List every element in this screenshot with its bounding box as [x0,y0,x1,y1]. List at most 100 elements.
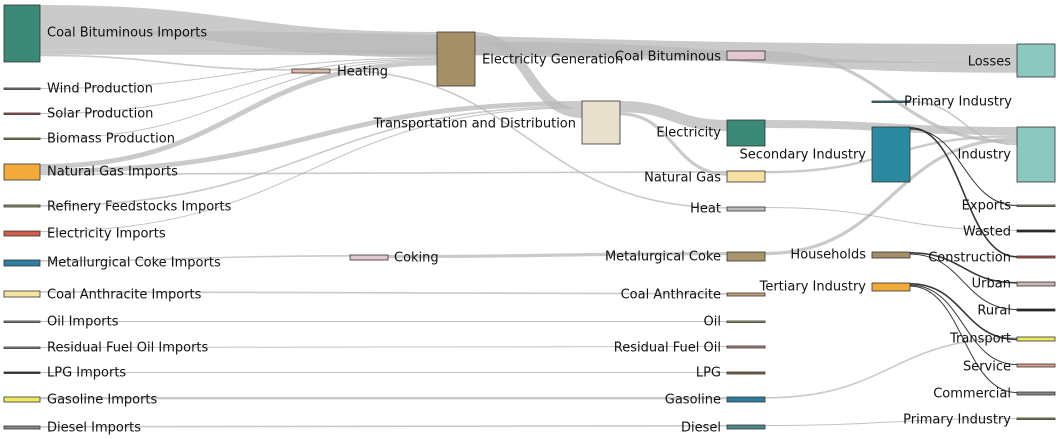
link-elec_imp-to-trans_dist [39,107,583,232]
node-bar-oil[interactable] [726,320,766,323]
node-biomass[interactable]: Biomass Production [3,132,175,147]
node-bar-refinery_imp[interactable] [3,204,41,208]
node-elec_imp[interactable]: Electricity Imports [3,227,166,242]
node-tertiary_ind[interactable]: Tertiary Industry [759,280,911,295]
node-electricity[interactable]: Electricity [656,119,766,147]
node-diesel_imp[interactable]: Diesel Imports [3,421,141,436]
node-label-transport: Transport [949,332,1011,347]
node-coking[interactable]: Coking [349,251,439,266]
node-bar-metcoke_imp[interactable] [3,259,41,267]
node-transport[interactable]: Transport [949,332,1056,347]
node-coal_bit_imp[interactable]: Coal Bituminous Imports [3,4,207,63]
node-gasoline_imp[interactable]: Gasoline Imports [3,393,158,408]
node-bar-commercial[interactable] [1016,391,1056,396]
node-natgas[interactable]: Natural Gas [644,170,766,186]
link-secondary_ind-to-exports [909,128,1018,206]
node-bar-wasted[interactable] [1016,229,1056,233]
node-metcoke_imp[interactable]: Metallurgical Coke Imports [3,256,221,271]
node-rural[interactable]: Rural [977,304,1056,319]
node-label-primary_ind: Primary Industry [904,95,1012,110]
node-wasted[interactable]: Wasted [963,225,1056,240]
link-gasoline-to-transport [764,337,1018,399]
node-label-service: Service [963,360,1011,375]
node-bar-diesel[interactable] [726,424,766,430]
node-label-losses: Losses [968,55,1012,70]
node-solar[interactable]: Solar Production [3,107,153,122]
node-bar-urban[interactable] [1016,281,1056,287]
link-coal_anth_imp-to-coal_anth [39,291,728,295]
node-gasoline[interactable]: Gasoline [665,393,766,408]
node-bar-coal_bit_imp[interactable] [3,4,41,63]
node-secondary_ind[interactable]: Secondary Industry [740,126,911,183]
node-bar-coal_bit[interactable] [726,50,766,61]
node-resid[interactable]: Residual Fuel Oil [614,341,766,356]
node-diesel[interactable]: Diesel [681,421,766,436]
node-bar-primary_industry_out[interactable] [1016,417,1056,420]
node-bar-resid[interactable] [726,345,766,349]
node-coal_anth_imp[interactable]: Coal Anthracite Imports [3,288,202,303]
node-construction[interactable]: Construction [928,251,1056,266]
node-bar-tertiary_ind[interactable] [871,282,911,292]
node-bar-trans_dist[interactable] [581,100,621,145]
node-bar-coal_anth_imp[interactable] [3,290,41,298]
node-heat[interactable]: Heat [690,202,766,217]
node-primary_industry_out[interactable]: Primary Industry [903,413,1056,428]
node-bar-households[interactable] [871,251,911,259]
node-households[interactable]: Households [790,248,911,263]
node-bar-biomass[interactable] [3,137,41,140]
node-label-biomass: Biomass Production [47,132,175,147]
node-bar-elec_imp[interactable] [3,230,41,237]
node-bar-solar[interactable] [3,112,41,115]
node-label-urban: Urban [972,277,1011,292]
node-bar-wind[interactable] [3,87,41,90]
node-bar-primary_ind[interactable] [871,100,911,103]
node-label-metcoke_imp: Metallurgical Coke Imports [47,256,221,271]
node-service[interactable]: Service [963,360,1056,375]
node-bar-exports[interactable] [1016,204,1056,207]
node-primary_ind[interactable]: Primary Industry [871,95,1012,110]
node-bar-service[interactable] [1016,363,1056,368]
node-bar-electricity[interactable] [726,119,766,147]
node-refinery_imp[interactable]: Refinery Feedstocks Imports [3,200,232,215]
node-resid_imp[interactable]: Residual Fuel Oil Imports [3,341,209,356]
node-elec_gen[interactable]: Electricity Generation [436,31,623,87]
node-commercial[interactable]: Commercial [933,387,1056,402]
node-bar-coking[interactable] [349,254,389,261]
node-urban[interactable]: Urban [972,277,1056,292]
node-bar-construction[interactable] [1016,255,1056,259]
node-bar-heating[interactable] [291,68,331,74]
node-bar-natgas[interactable] [726,170,766,183]
node-bar-heat[interactable] [726,206,766,212]
node-losses[interactable]: Losses [968,43,1056,78]
node-bar-metcoke[interactable] [726,251,766,262]
node-trans_dist[interactable]: Transportation and Distribution [373,100,621,145]
node-bar-ng_imp[interactable] [3,163,41,181]
node-bar-rural[interactable] [1016,308,1056,312]
node-bar-transport[interactable] [1016,336,1056,342]
node-bar-lpg[interactable] [726,371,766,375]
node-oil_imp[interactable]: Oil Imports [3,315,119,330]
node-wind[interactable]: Wind Production [3,82,153,97]
node-bar-gasoline_imp[interactable] [3,396,41,403]
node-bar-lpg_imp[interactable] [3,371,41,374]
node-bar-oil_imp[interactable] [3,320,41,323]
node-bar-industry[interactable] [1016,126,1056,183]
node-coal_bit[interactable]: Coal Bituminous [615,50,766,65]
node-bar-coal_anth[interactable] [726,292,766,297]
node-ng_imp[interactable]: Natural Gas Imports [3,163,178,181]
node-coal_anth[interactable]: Coal Anthracite [621,288,766,303]
node-industry[interactable]: Industry [958,126,1056,183]
node-bar-elec_gen[interactable] [436,31,476,87]
node-bar-losses[interactable] [1016,43,1056,78]
node-bar-resid_imp[interactable] [3,346,41,349]
node-exports[interactable]: Exports [962,199,1056,214]
node-lpg[interactable]: LPG [696,366,766,381]
node-bar-secondary_ind[interactable] [871,126,911,183]
node-oil[interactable]: Oil [704,315,766,330]
node-metcoke[interactable]: Metalurgical Coke [605,250,766,265]
node-heating[interactable]: Heating [291,65,388,80]
node-lpg_imp[interactable]: LPG Imports [3,366,126,381]
node-bar-gasoline[interactable] [726,396,766,403]
node-bar-diesel_imp[interactable] [3,425,41,430]
